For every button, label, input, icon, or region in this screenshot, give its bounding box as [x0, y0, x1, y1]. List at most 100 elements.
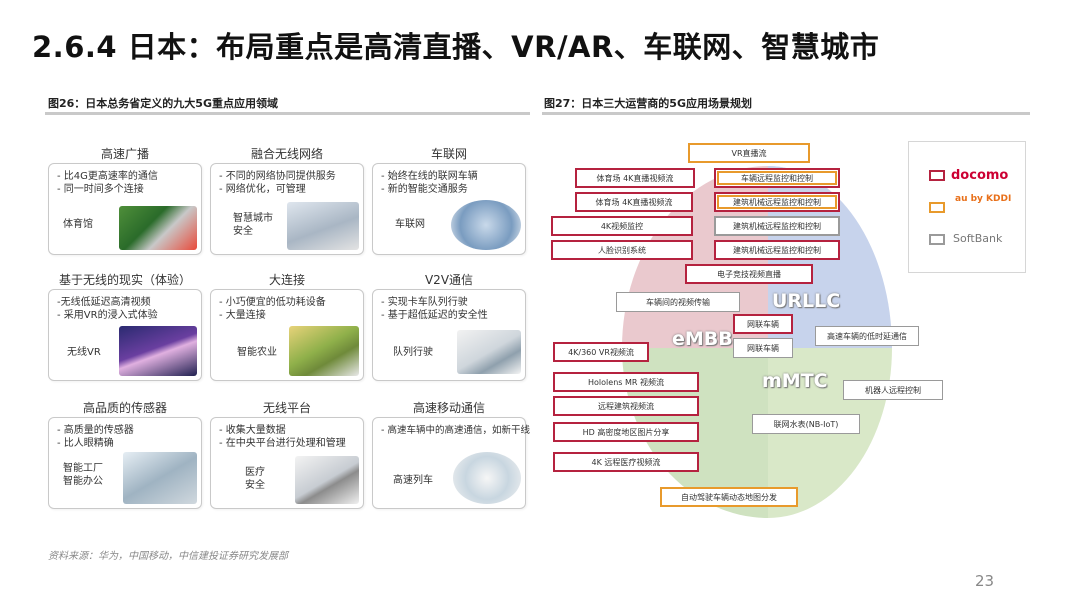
bullet: - 采用VR的浸入式体验: [57, 310, 158, 321]
use-case-box: 人脸识别系统: [551, 240, 693, 260]
au-swatch: [929, 202, 945, 213]
bullet: - 收集大量数据: [219, 425, 286, 436]
use-case-box: VR直播流: [688, 143, 810, 163]
embb-label: eMBB: [672, 328, 733, 350]
card-bullets: - 实现卡车队列行驶 - 基于超低延迟的安全性: [381, 296, 488, 322]
card-bullets: - 收集大量数据 - 在中央平台进行处理和管理: [219, 424, 346, 450]
use-case-box: 高速车辆的低时延通信: [815, 326, 919, 346]
card-bullets: - 始终在线的联网车辆 - 新的智能交通服务: [381, 170, 478, 196]
cell-heading: 高速移动通信: [412, 401, 485, 415]
urllc-label: URLLC: [772, 290, 841, 312]
use-case-box: 4K 远程医疗视频流: [553, 452, 699, 472]
card-bullets: - 高速车辆中的高速通信，如新干线: [381, 424, 530, 437]
bullet: - 基于超低延迟的安全性: [381, 310, 488, 321]
application-card-broadcast: - 比4G更高速率的通信 - 同一时间多个连接 体育馆: [48, 163, 202, 255]
city-illustration: [287, 202, 359, 250]
cell-heading: 融合无线网络: [250, 147, 323, 161]
operator-legend: docomo au by KDDI SoftBank: [908, 141, 1026, 273]
card-bullets: - 高质量的传感器 - 比人眼精确: [57, 424, 134, 450]
use-case-box: 建筑机械远程监控和控制: [714, 240, 840, 260]
application-card-high-speed-mobile: - 高速车辆中的高速通信，如新干线 高速列车: [372, 417, 530, 509]
cell-heading: V2V通信: [424, 273, 474, 287]
use-case-box: 电子竞技视频直播: [685, 264, 813, 284]
bullet: - 高速车辆中的高速通信，如新干线: [381, 425, 530, 436]
use-case-box: 4K/360 VR视频流: [553, 342, 649, 362]
card-tag: 车联网: [395, 219, 425, 230]
use-case-box: HD 高密度地区图片分享: [553, 422, 699, 442]
farm-illustration: [289, 326, 359, 376]
bullet: -无线低延迟高清视频: [57, 297, 151, 308]
truck-platoon-illustration: [457, 330, 521, 374]
cell-heading: 高速广播: [100, 147, 149, 161]
docomo-logo: docomo: [951, 168, 1009, 183]
train-illustration: [453, 452, 521, 504]
card-tag: 体育馆: [63, 219, 93, 230]
card-bullets: - 比4G更高速率的通信 - 同一时间多个连接: [57, 170, 158, 196]
cell-heading: 无线平台: [262, 401, 311, 415]
cell-heading: 车联网: [430, 147, 467, 161]
bullet: - 比人眼精确: [57, 438, 114, 449]
figure-26-rule: [45, 112, 530, 115]
use-case-box: 体育场 4K直播视频流: [575, 168, 695, 188]
page-number: 23: [975, 572, 995, 590]
softbank-swatch: [929, 234, 945, 245]
bullet: - 比4G更高速率的通信: [57, 171, 158, 182]
use-case-box: 4K视频监控: [551, 216, 693, 236]
card-tag: 队列行驶: [393, 347, 433, 358]
slide-title: 2.6.4 日本：布局重点是高清直播、VR/AR、车联网、智慧城市: [32, 30, 880, 64]
cell-heading: 大连接: [268, 273, 305, 287]
au-logo: au by KDDI: [955, 194, 1012, 204]
application-card-wireless-reality: -无线低延迟高清视频 - 采用VR的浸入式体验 无线VR: [48, 289, 202, 381]
stadium-photo: [119, 206, 197, 250]
bullet: - 始终在线的联网车辆: [381, 171, 478, 182]
use-case-box: Hololens MR 视频流: [553, 372, 699, 392]
source-note: 资料来源：华为，中国移动，中信建投证券研究发展部: [48, 551, 288, 562]
hospital-illustration: [295, 456, 359, 504]
figure-27-caption: 图27：日本三大运营商的5G应用场景规划: [544, 97, 752, 110]
bullet: - 新的智能交通服务: [381, 184, 468, 195]
card-tag: 智能工厂 智能办公: [63, 463, 103, 487]
application-card-converged-network: - 不同的网络协同提供服务 - 网络优化，可管理 智慧城市 安全: [210, 163, 364, 255]
application-card-v2v: - 实现卡车队列行驶 - 基于超低延迟的安全性 队列行驶: [372, 289, 526, 381]
bullet: - 同一时间多个连接: [57, 184, 144, 195]
card-bullets: - 小巧便宜的低功耗设备 - 大量连接: [219, 296, 326, 322]
application-card-sensor: - 高质量的传感器 - 比人眼精确 智能工厂 智能办公: [48, 417, 202, 509]
bullet: - 高质量的传感器: [57, 425, 134, 436]
card-tag: 医疗 安全: [245, 467, 265, 491]
bullet: - 不同的网络协同提供服务: [219, 171, 336, 182]
bullet: - 小巧便宜的低功耗设备: [219, 297, 326, 308]
use-case-box: 建筑机械远程监控和控制: [714, 192, 840, 212]
application-card-connected-car: - 始终在线的联网车辆 - 新的智能交通服务 车联网: [372, 163, 526, 255]
use-case-box: 车辆间的视频传输: [616, 292, 740, 312]
mmtc-label: mMTC: [762, 370, 828, 392]
use-case-box: 自动驾驶车辆动态地图分发: [660, 487, 798, 507]
card-bullets: -无线低延迟高清视频 - 采用VR的浸入式体验: [57, 296, 158, 322]
bullet: - 大量连接: [219, 310, 266, 321]
card-tag: 智能农业: [237, 347, 277, 358]
factory-illustration: [123, 452, 197, 504]
docomo-swatch: [929, 170, 945, 181]
softbank-logo: SoftBank: [953, 232, 1003, 245]
use-case-box: 网联车辆: [733, 314, 793, 334]
cell-heading: 基于无线的现实（体验）: [58, 273, 191, 287]
figure-27-rule: [542, 112, 1030, 115]
use-case-box: 远程建筑视频流: [553, 396, 699, 416]
bullet: - 实现卡车队列行驶: [381, 297, 468, 308]
vr-photo: [119, 326, 197, 376]
use-case-box: 车辆远程监控和控制: [714, 168, 840, 188]
use-case-box: 建筑机械远程监控和控制: [714, 216, 840, 236]
bullet: - 网络优化，可管理: [219, 184, 306, 195]
network-illustration: [451, 200, 521, 250]
use-case-box: 体育场 4K直播视频流: [575, 192, 693, 212]
cell-heading: 高品质的传感器: [82, 401, 167, 415]
card-bullets: - 不同的网络协同提供服务 - 网络优化，可管理: [219, 170, 336, 196]
use-case-box: 网联车辆: [733, 338, 793, 358]
card-tag: 无线VR: [67, 347, 101, 358]
bullet: - 在中央平台进行处理和管理: [219, 438, 346, 449]
card-tag: 高速列车: [393, 475, 433, 486]
application-card-wireless-platform: - 收集大量数据 - 在中央平台进行处理和管理 医疗 安全: [210, 417, 364, 509]
figure-26-caption: 图26：日本总务省定义的九大5G重点应用领域: [48, 97, 278, 110]
application-card-massive-connection: - 小巧便宜的低功耗设备 - 大量连接 智能农业: [210, 289, 364, 381]
use-case-box: 机器人远程控制: [843, 380, 943, 400]
card-tag: 智慧城市 安全: [233, 213, 273, 237]
